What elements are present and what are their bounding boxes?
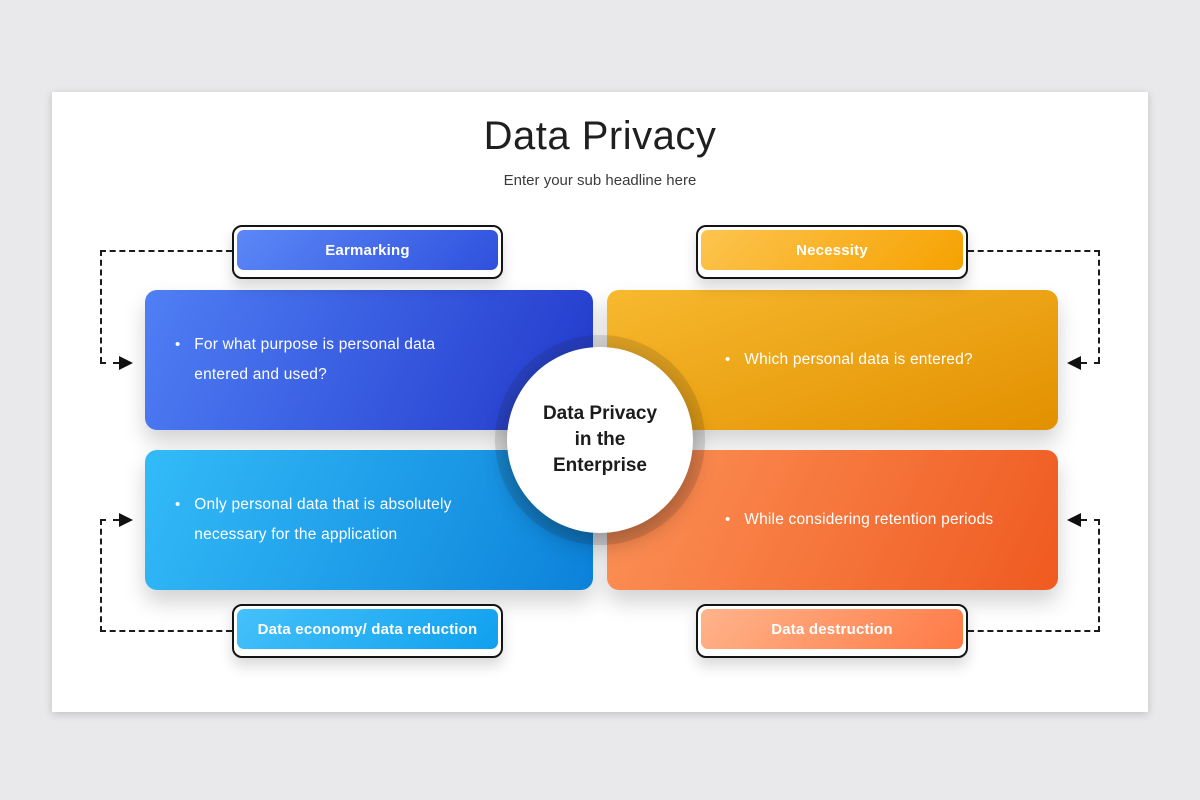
bullet-icon: • [725,510,731,528]
center-circle: Data Privacy in the Enterprise [507,347,693,533]
arrow-right-icon [119,356,133,370]
page-title: Data Privacy [483,114,717,158]
bullet-text: For what purpose is personal data entere… [194,335,436,383]
bullet-icon: • [175,495,181,513]
slide-canvas: Data Privacy Enter your sub headline her… [52,92,1148,712]
label-pill-text: Earmarking [237,230,498,270]
connector-left-bottom-stub [100,519,119,521]
bullet-text: While considering retention periods [744,510,994,528]
bullet-item: • Which personal data is entered? [607,345,973,375]
connector-right-top-vertical [1098,250,1100,363]
bullet-icon: • [725,350,731,368]
label-pill-data-destruction: Data destruction [696,604,968,658]
connector-left-top-horizontal [100,250,232,252]
connector-right-bottom-horizontal [968,630,1100,632]
connector-left-top-vertical [100,250,102,363]
panel-necessity: • Which personal data is entered? [607,290,1058,430]
arrow-right-icon [119,513,133,527]
center-circle-text-line: Data Privacy [542,403,658,424]
bullet-text: Only personal data that is absolutely ne… [194,495,452,543]
connector-right-top-stub [1081,362,1100,364]
label-pill-text: Necessity [701,230,963,270]
bullet-item: • While considering retention periods [607,505,993,535]
bullet-item: • For what purpose is personal data ente… [145,330,469,390]
panel-data-destruction: • While considering retention periods [607,450,1058,590]
bullet-icon: • [175,335,181,353]
label-pill-necessity: Necessity [696,225,968,279]
label-pill-data-economy: Data economy/ data reduction [232,604,503,658]
bullet-item: • Only personal data that is absolutely … [145,490,489,550]
connector-right-top-horizontal [968,250,1100,252]
connector-left-top-stub [100,362,119,364]
center-circle-text-line: Enterprise [553,455,647,476]
page-subtitle: Enter your sub headline here [503,172,697,189]
connector-right-bottom-vertical [1098,519,1100,632]
label-pill-text: Data destruction [701,609,963,649]
panel-earmarking: • For what purpose is personal data ente… [145,290,593,430]
arrow-left-icon [1067,356,1081,370]
connector-right-bottom-stub [1081,519,1100,521]
label-pill-earmarking: Earmarking [232,225,503,279]
connector-left-bottom-horizontal [100,630,232,632]
label-pill-text: Data economy/ data reduction [237,609,498,649]
arrow-left-icon [1067,513,1081,527]
center-circle-text-line: in the [574,429,626,450]
connector-left-bottom-vertical [100,519,102,632]
bullet-text: Which personal data is entered? [744,350,973,368]
